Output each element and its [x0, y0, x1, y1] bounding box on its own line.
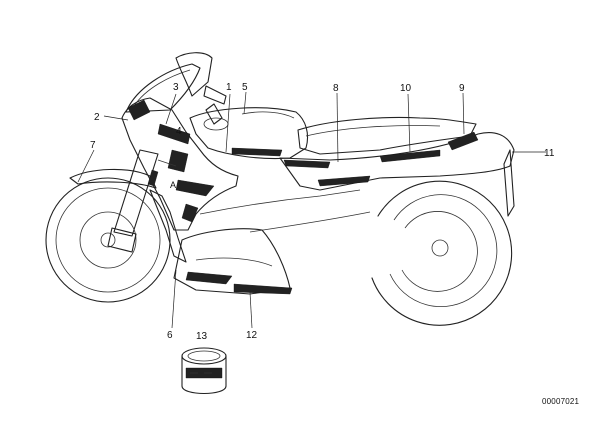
- front-wheel: [45, 177, 171, 303]
- callout-7: 7: [90, 140, 96, 151]
- tail-section: [279, 131, 515, 217]
- frame-line: [199, 189, 371, 233]
- callout-8: 8: [333, 83, 339, 94]
- fairing-mark: A: [170, 180, 176, 190]
- callout-1: 1: [226, 82, 232, 93]
- seat: [297, 116, 477, 155]
- callout-labels: 1 2 3 4 5 6 7 8 9 10 11 12 13: [90, 82, 555, 342]
- callout-9: 9: [459, 83, 465, 94]
- handlebar: [203, 85, 227, 125]
- front-fork: [107, 149, 159, 253]
- rear-wheel: [371, 180, 513, 326]
- callout-10: 10: [400, 83, 412, 94]
- callout-6: 6: [167, 330, 173, 341]
- fuel-tank: [189, 107, 309, 160]
- leader-lines: [77, 91, 546, 329]
- callout-12: 12: [246, 330, 258, 341]
- callout-5: 5: [242, 82, 248, 93]
- callout-13: 13: [196, 331, 208, 342]
- callout-3: 3: [173, 82, 179, 93]
- callout-11: 11: [544, 148, 555, 159]
- callout-2: 2: [94, 112, 100, 123]
- reference-code: 00007021: [542, 397, 580, 406]
- tape-roll-part: [181, 347, 227, 395]
- front-mudguard: [69, 168, 187, 263]
- front-fairing: [121, 97, 239, 231]
- callout-4: 4: [176, 126, 182, 137]
- lower-fairing: [173, 228, 293, 295]
